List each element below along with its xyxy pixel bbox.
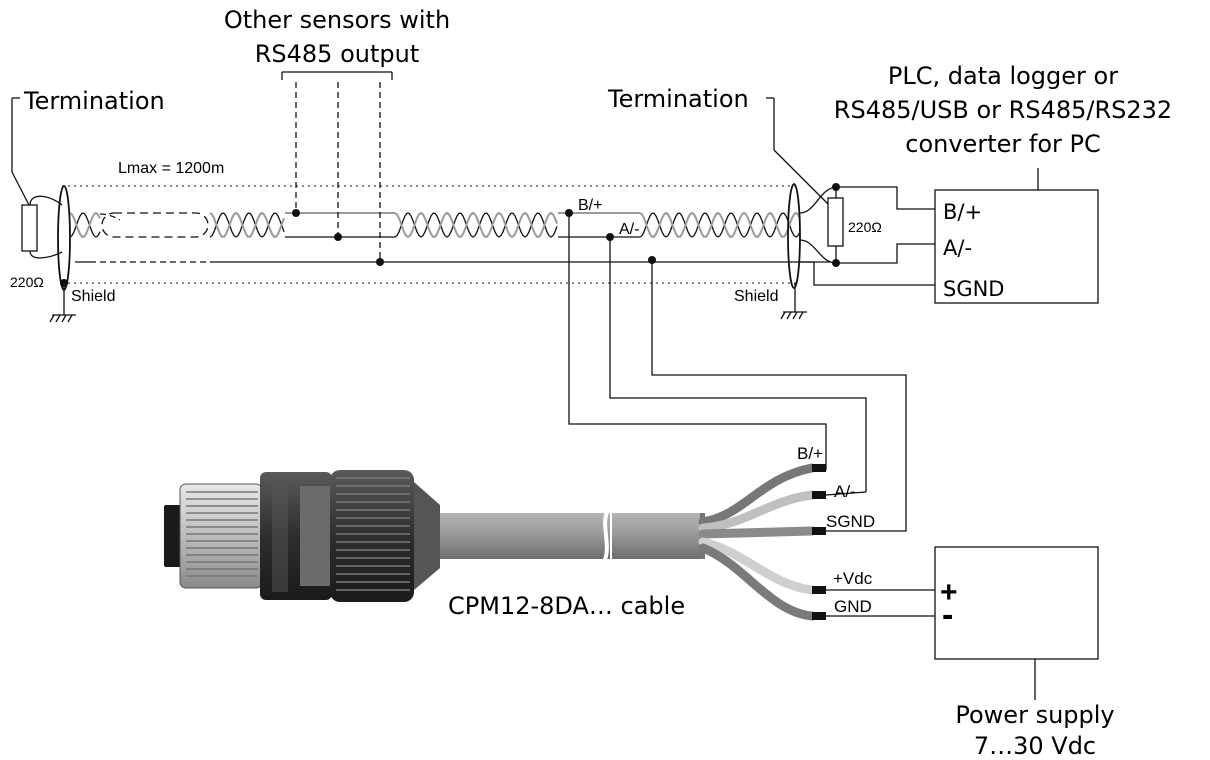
shield-right-label: Shield [734,288,778,305]
cable-vdc-label: +Vdc [833,569,873,588]
power-supply-title-line1: Power supply [955,701,1114,729]
power-supply-title-line2: 7…30 Vdc [974,732,1096,760]
device-drop-wiring [565,209,935,617]
other-sensors-title-line2: RS485 output [255,40,420,68]
plc-box [934,168,1099,304]
right-termination [766,97,935,320]
m12-connector [164,470,440,602]
bus-b-label: B/+ [578,197,602,214]
cable-gnd-label: GND [834,597,872,616]
twisted-pair-bus [69,211,830,263]
bus-a-label: A/- [619,221,639,238]
diagram-labels: Other sensors with RS485 output Terminat… [10,6,1172,760]
cable-name-label: CPM12-8DA… cable [448,592,685,620]
termination-left-label: Termination [23,87,165,115]
ps-plus-sign: + [940,576,958,609]
plc-title-line1: PLC, data logger or [888,62,1118,90]
right-resistor [827,197,844,247]
plc-b-terminal: B/+ [943,200,982,224]
other-sensors-title-line1: Other sensors with [224,6,450,34]
resistor-right-label: 220Ω [848,219,882,235]
shield-left-label: Shield [71,288,115,305]
resistor-left-label: 220Ω [10,274,44,290]
left-termination [11,97,76,323]
lmax-label: Lmax = 1200m [118,160,224,177]
plc-title-line3: converter for PC [905,130,1100,158]
ps-minus-sign: - [942,596,953,634]
left-resistor [21,204,38,252]
termination-right-label: Termination [607,85,749,113]
cable-b-label: B/+ [797,444,823,463]
plc-title-line2: RS485/USB or RS485/RS232 [834,96,1172,124]
power-supply-box [934,546,1099,700]
device-cable [440,463,826,621]
cable-sgnd-label: SGND [826,512,875,531]
other-sensors-taps [281,71,393,266]
plc-sgnd-terminal: SGND [943,277,1004,301]
plc-a-terminal: A/- [943,236,972,260]
cable-a-label: A/- [834,482,856,501]
